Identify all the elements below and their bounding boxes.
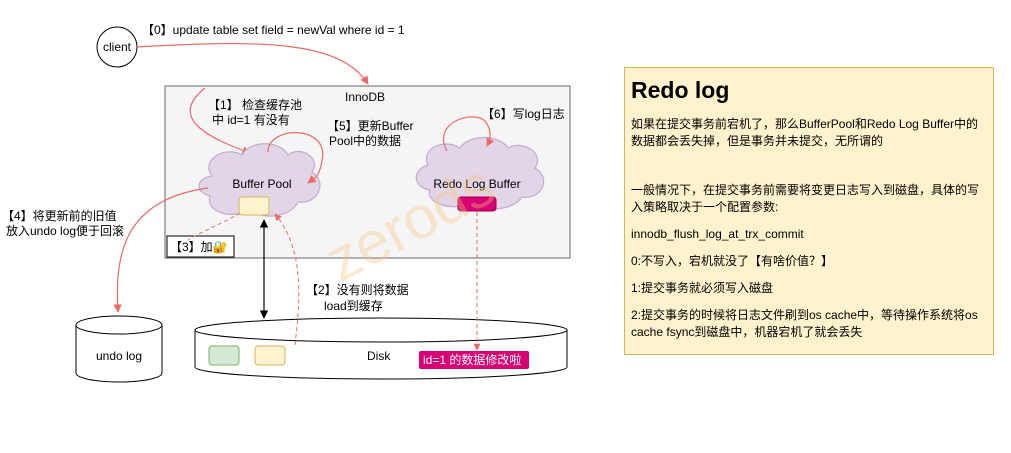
arrow-step4 (113, 187, 209, 313)
note-paragraph-6: 2:提交事务的时候将日志文件刷到os cache中，等待操作系统将os cach… (631, 308, 978, 339)
redo-log-buffer-cloud (415, 136, 545, 210)
arrow-step5-loop (267, 132, 324, 184)
step6-label: 【6】写log日志 (482, 107, 565, 121)
redo-log-buffer-label: Redo Log Buffer (433, 177, 520, 191)
note-paragraph-3: innodb_flush_log_at_trx_commit (631, 227, 804, 241)
disk-label: Disk (367, 349, 391, 363)
step5-line2: Pool中的数据 (329, 133, 401, 148)
step5-line1: 【5】更新Buffer (327, 118, 413, 133)
note-paragraph-1: 如果在提交事务前宕机了，那么BufferPool和Redo Log Buffer… (631, 117, 978, 148)
note-paragraph-5: 1:提交事务就必须写入磁盘 (631, 281, 774, 295)
step4-line2: 放入undo log便于回滚 (6, 223, 124, 238)
note-paragraph-4: 0:不写入，宕机就没了【有啥价值？】 (631, 254, 834, 268)
arrow-step1 (189, 87, 251, 155)
step4-line1: 【4】将更新前的旧值 (2, 208, 117, 223)
step1-line1: 【1】 检查缓存池 (208, 97, 302, 112)
step0-label: 【0】update table set field = newVal where… (142, 23, 405, 37)
note-paragraph-2: 一般情况下，在提交事务前需要将变更日志写入到磁盘，具体的写入策略取决于一个配置参… (631, 183, 980, 214)
innodb-label: InnoDB (345, 90, 385, 104)
step3-box (166, 235, 235, 258)
redo-log-note: Redo log 如果在提交事务前宕机了，那么BufferPool和Redo L… (624, 67, 994, 355)
buffer-pool-data-page (238, 196, 270, 216)
redo-log-record (457, 196, 497, 212)
disk-badge (419, 351, 529, 369)
arrow-step2 (274, 213, 300, 346)
disk-badge-label: id=1 的数据修改啦 (423, 352, 521, 367)
disk-data-page-green (208, 345, 240, 366)
step2-line2: load到缓存 (324, 299, 383, 313)
undo-log-label: undo log (96, 349, 142, 363)
step2-line1: 【2】没有则将数据 (306, 282, 409, 297)
step1-line2: 中 id=1 有没有 (212, 112, 290, 127)
disk-data-page-yellow (254, 345, 286, 366)
buffer-pool-cloud (198, 143, 321, 217)
note-title: Redo log (631, 77, 730, 103)
arrow-step6-loop (443, 116, 495, 152)
arrow-client-to-innodb (136, 43, 369, 85)
step3-label: 【3】加🔐 (170, 240, 228, 254)
buffer-pool-label: Buffer Pool (232, 177, 291, 191)
undo-log-cylinder (75, 315, 163, 383)
client-label: client (103, 40, 132, 54)
